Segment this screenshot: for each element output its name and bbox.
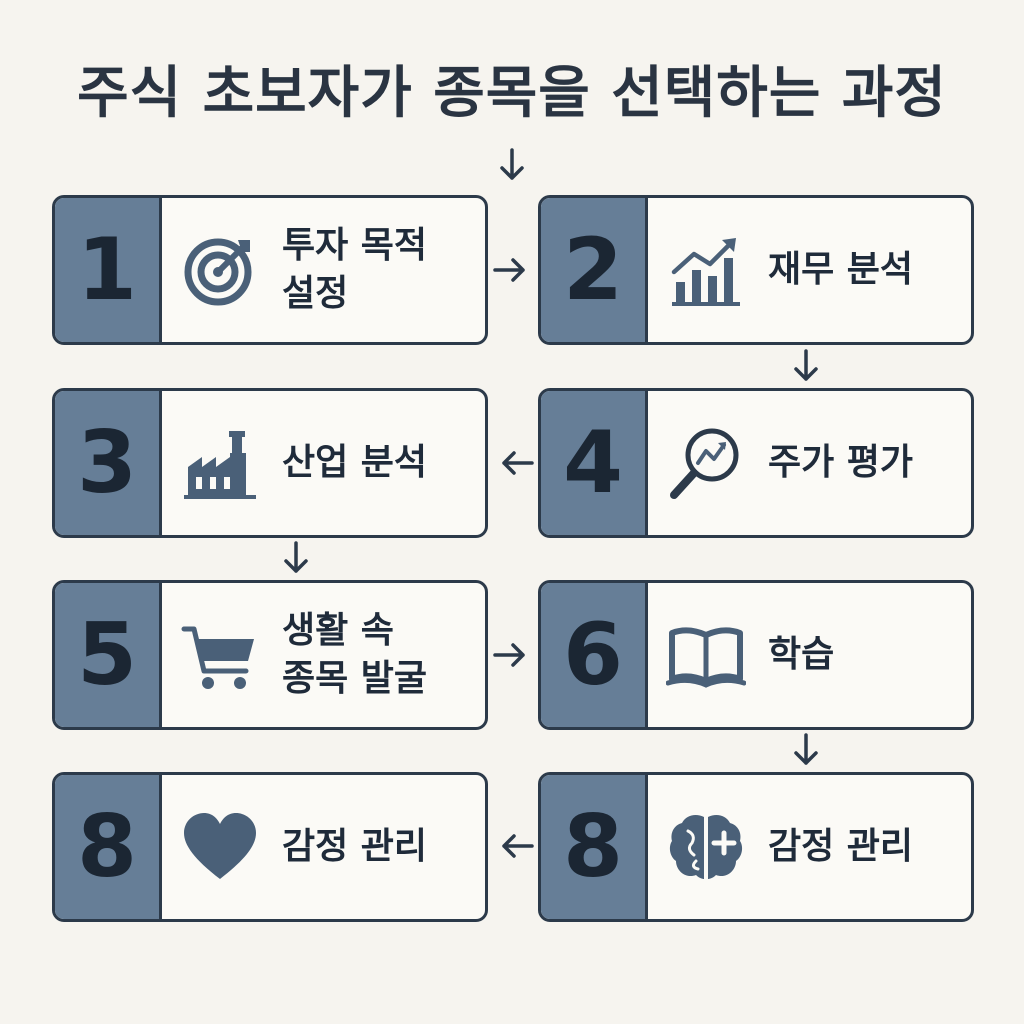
step-number: 5 bbox=[55, 583, 162, 727]
step-card-1: 1 투자 목적 설정 bbox=[52, 195, 488, 345]
step-number: 8 bbox=[541, 775, 648, 919]
arrow-right-icon bbox=[491, 250, 531, 290]
arrow-left-icon bbox=[496, 826, 536, 866]
arrow-down-icon bbox=[492, 146, 532, 186]
step-number: 2 bbox=[541, 198, 648, 342]
step-card-3: 3 산업 분석 bbox=[52, 388, 488, 538]
step-card-7: 8 감정 관리 bbox=[52, 772, 488, 922]
step-label: 재무 분석 bbox=[768, 249, 914, 290]
arrow-right-icon bbox=[491, 635, 531, 675]
step-label: 주가 평가 bbox=[768, 442, 914, 483]
step-number: 1 bbox=[55, 198, 162, 342]
step-number: 8 bbox=[55, 775, 162, 919]
step-card-2: 2 재무 분석 bbox=[538, 195, 974, 345]
step-label: 학습 bbox=[768, 634, 835, 675]
step-label: 산업 분석 bbox=[282, 442, 428, 483]
step-card-5: 5 생활 속 종목 발굴 bbox=[52, 580, 488, 730]
brain-icon bbox=[666, 807, 746, 887]
magnifier-chart-icon bbox=[666, 423, 746, 503]
arrow-down-icon bbox=[786, 347, 826, 387]
step-number: 4 bbox=[541, 391, 648, 535]
bar-chart-icon bbox=[666, 230, 746, 310]
step-card-8: 8 감정 관리 bbox=[538, 772, 974, 922]
step-number: 6 bbox=[541, 583, 648, 727]
arrow-left-icon bbox=[496, 443, 536, 483]
step-label: 감정 관리 bbox=[282, 826, 428, 867]
step-card-4: 4 주가 평가 bbox=[538, 388, 974, 538]
arrow-down-icon bbox=[276, 539, 316, 579]
step-label: 감정 관리 bbox=[768, 826, 914, 867]
shopping-cart-icon bbox=[180, 615, 260, 695]
heart-icon bbox=[180, 807, 260, 887]
target-icon bbox=[180, 230, 260, 310]
step-number: 3 bbox=[55, 391, 162, 535]
step-card-6: 6 학습 bbox=[538, 580, 974, 730]
step-label: 투자 목적 설정 bbox=[282, 225, 428, 314]
factory-icon bbox=[180, 423, 260, 503]
arrow-down-icon bbox=[786, 731, 826, 771]
book-icon bbox=[666, 615, 746, 695]
page-title: 주식 초보자가 종목을 선택하는 과정 bbox=[77, 61, 947, 126]
step-label: 생활 속 종목 발굴 bbox=[282, 610, 428, 699]
